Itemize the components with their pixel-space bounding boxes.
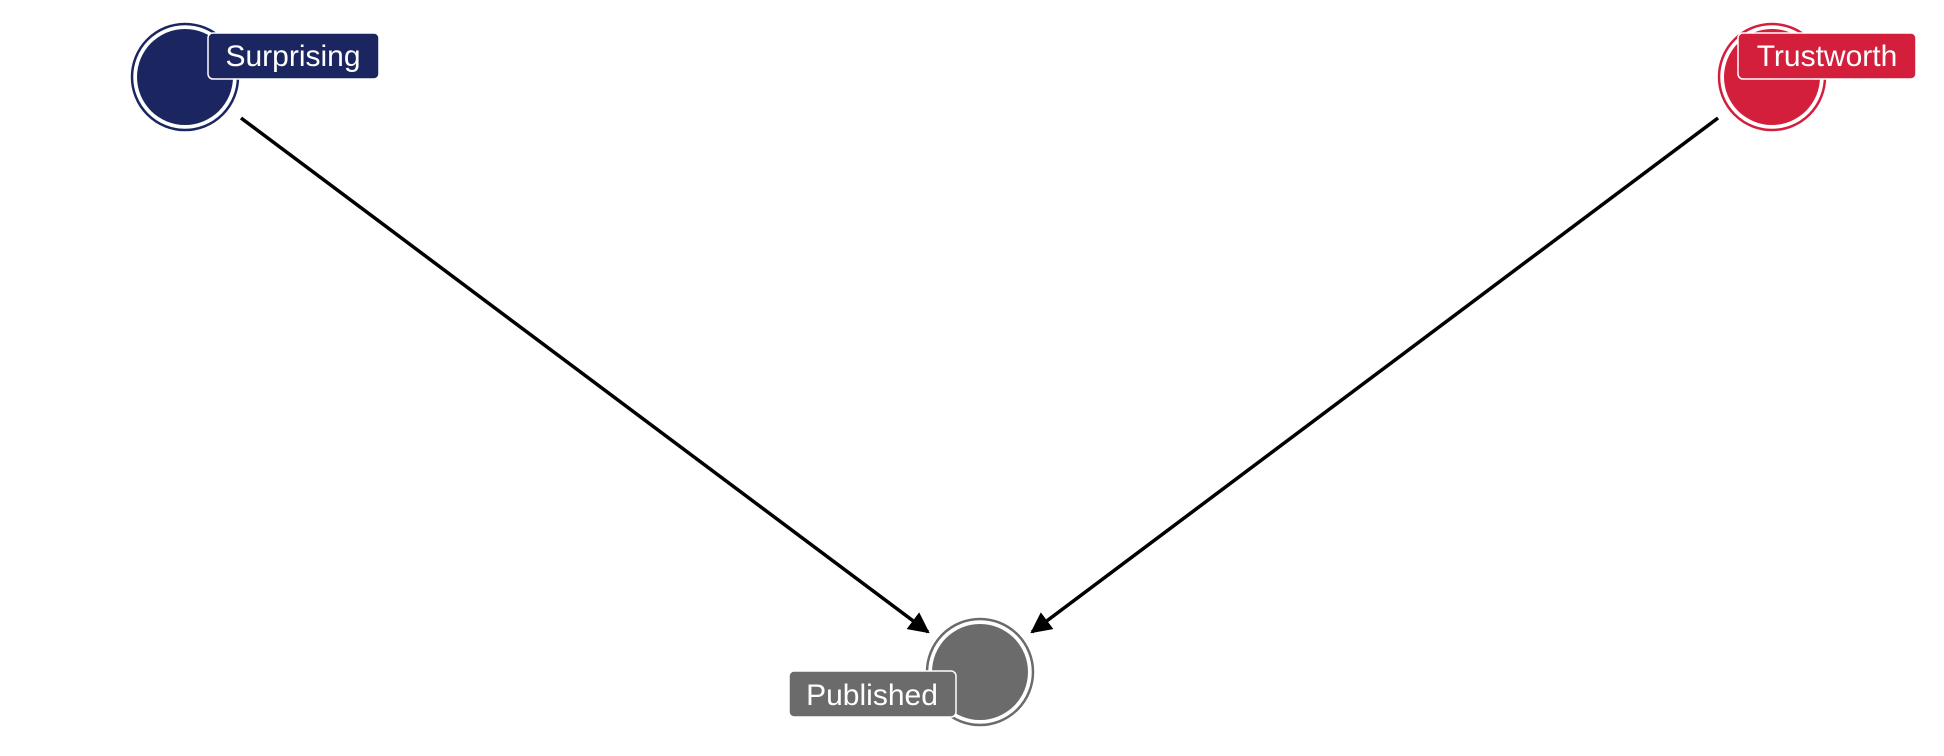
node-trustworth-label-box — [1737, 32, 1917, 80]
edge-surprising-to-published — [239, 116, 930, 634]
node-published-label-box — [788, 670, 957, 718]
node-trustworth[interactable]: Trustworth — [1717, 22, 1917, 132]
node-surprising-label: Surprising — [225, 40, 360, 73]
node-published-label: Published — [806, 679, 938, 712]
node-surprising[interactable]: Surprising — [130, 22, 380, 132]
node-published[interactable]: Published — [788, 617, 1035, 727]
node-trustworth-label: Trustworth — [1757, 40, 1898, 73]
node-surprising-label-box — [207, 32, 380, 80]
edge-trustworth-to-published — [1030, 116, 1720, 634]
